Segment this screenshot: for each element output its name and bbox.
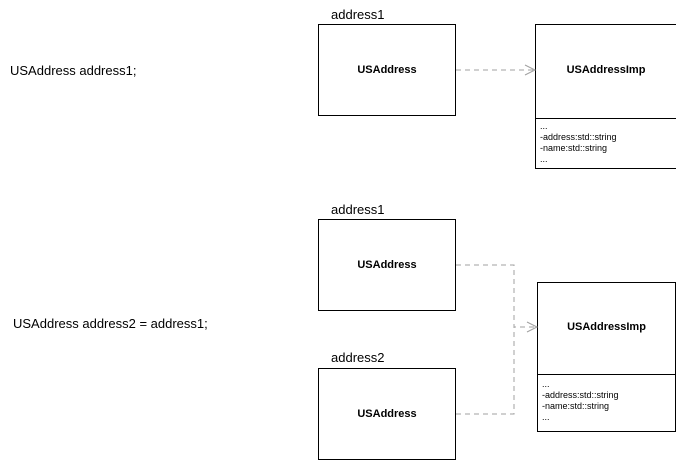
- pointer-line-address2: [456, 327, 515, 415]
- impl-attr: -address:std::string: [542, 390, 619, 400]
- impl-class-attributes: ... -address:std::string -name:std::stri…: [540, 121, 674, 165]
- arrowhead-top: [524, 64, 537, 76]
- object-label-address1-bottom: address1: [331, 202, 385, 217]
- object-label-address1-top: address1: [331, 7, 385, 22]
- impl-attr: -name:std::string: [540, 143, 608, 153]
- impl-class-name: USAddressImp: [566, 64, 646, 76]
- code-line-1: USAddress address1;: [10, 63, 137, 78]
- code-line-2: USAddress address2 = address1;: [13, 316, 208, 331]
- impl-attr: ...: [542, 379, 550, 389]
- pointer-line-address1-bottom: [456, 264, 536, 328]
- impl-attr: ...: [540, 121, 548, 131]
- object-box-address1-top: USAddress: [318, 24, 456, 116]
- impl-attr: -name:std::string: [542, 401, 610, 411]
- impl-class-box-bottom: USAddressImp ... -address:std::string -n…: [537, 282, 676, 432]
- impl-attr: -address:std::string: [540, 132, 617, 142]
- impl-attr: ...: [540, 154, 548, 164]
- object-type-label: USAddress: [357, 408, 417, 420]
- object-box-address2: USAddress: [318, 368, 456, 460]
- impl-class-attributes: ... -address:std::string -name:std::stri…: [542, 379, 673, 423]
- impl-class-header: USAddressImp: [538, 283, 675, 375]
- impl-class-name: USAddressImp: [567, 321, 646, 333]
- object-label-address2: address2: [331, 350, 385, 365]
- impl-class-header: USAddressImp: [536, 25, 676, 119]
- object-type-label: USAddress: [357, 259, 417, 271]
- impl-class-box-top: USAddressImp ... -address:std::string -n…: [535, 24, 676, 169]
- impl-attr: ...: [542, 412, 550, 422]
- object-box-address1-bottom: USAddress: [318, 219, 456, 311]
- arrowhead-bottom: [526, 321, 539, 333]
- object-type-label: USAddress: [357, 64, 417, 76]
